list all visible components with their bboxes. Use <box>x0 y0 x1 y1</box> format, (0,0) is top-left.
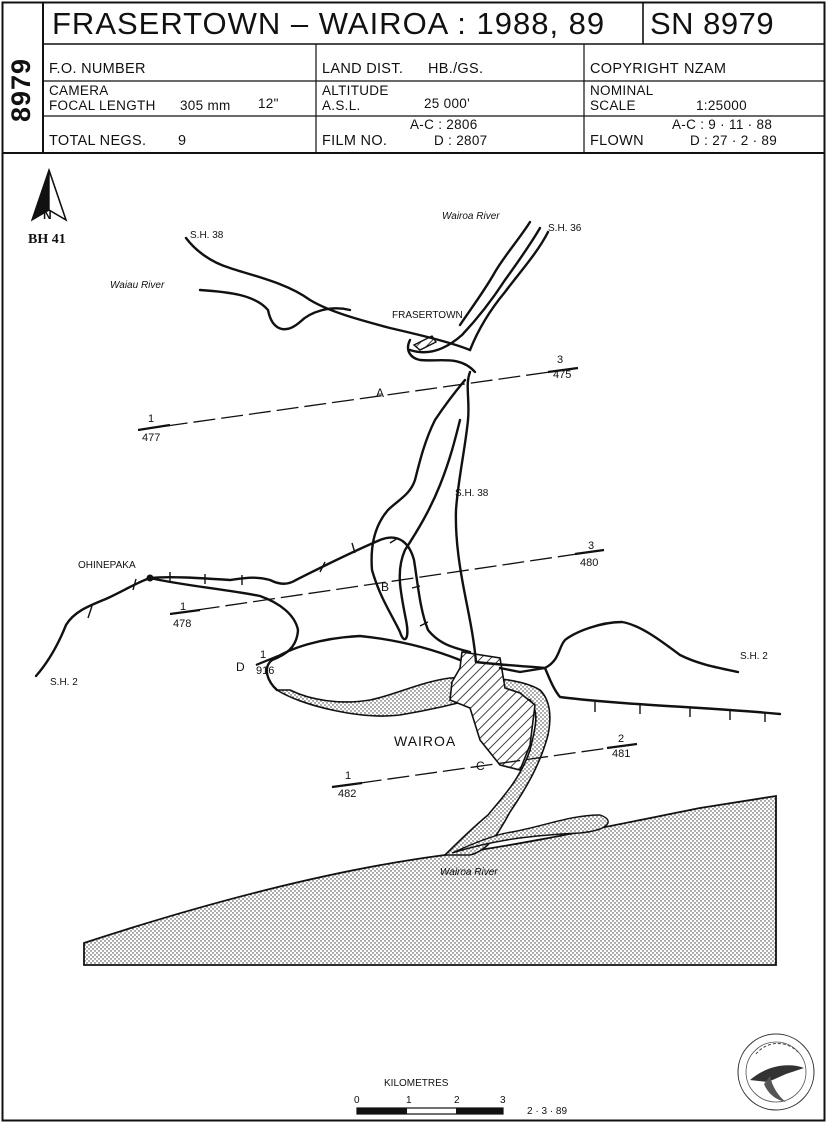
scale-value: 1:25000 <box>696 98 747 113</box>
run-d-start-neg: 916 <box>256 665 274 677</box>
header-grid <box>2 2 825 154</box>
frasertown-town-area <box>412 335 438 351</box>
altitude-label: ALTITUDE <box>322 83 389 98</box>
run-c-start-neg: 482 <box>338 788 356 800</box>
asl-label: A.S.L. <box>322 98 361 113</box>
land-dist-label: LAND DIST. <box>322 61 404 77</box>
run-a-end-frame: 3 <box>557 354 563 366</box>
aerial-mapping-seal <box>737 1033 815 1111</box>
run-a-end-neg: 475 <box>553 369 571 381</box>
scale-tick-2: 2 <box>454 1095 460 1106</box>
roads-rivers <box>34 220 782 716</box>
run-c-end-frame: 2 <box>618 733 624 745</box>
total-negs-value: 9 <box>178 133 187 149</box>
run-a-start-neg: 477 <box>142 432 160 444</box>
label-sh36: S.H. 36 <box>548 223 582 234</box>
altitude-value: 25 000' <box>424 96 470 111</box>
focal-length-label: FOCAL LENGTH <box>49 98 156 113</box>
run-a-start-frame: 1 <box>148 413 154 425</box>
flown-line2: D : 27 · 2 · 89 <box>690 133 778 148</box>
run-b-end-neg: 480 <box>580 557 598 569</box>
focal-length-value: 305 mm <box>180 98 231 113</box>
total-negs-label: TOTAL NEGS. <box>49 133 147 149</box>
run-a-letter: A <box>376 386 384 400</box>
label-sh38-top: S.H. 38 <box>190 230 224 241</box>
railway-ticks <box>87 537 766 722</box>
wairoa-town-area <box>449 651 536 771</box>
copyright-label: COPYRIGHT <box>590 61 679 77</box>
fo-number-label: F.O. NUMBER <box>49 61 146 77</box>
land-dist-value: HB./GS. <box>428 61 484 77</box>
sheet-title: FRASERTOWN – WAIROA : 1988, 89 <box>52 6 606 41</box>
run-c-start-frame: 1 <box>345 770 351 782</box>
sea-area <box>83 794 777 966</box>
film-no-line1: A-C : 2806 <box>410 117 478 132</box>
label-ohinepaka: OHINEPAKA <box>78 560 136 571</box>
label-sh2-left: S.H. 2 <box>50 677 78 688</box>
sheet-id-vertical: 8979 <box>6 57 36 122</box>
scale-tick-0: 0 <box>354 1095 360 1106</box>
camera-label: CAMERA <box>49 83 109 98</box>
scale-tick-1: 1 <box>406 1095 412 1106</box>
film-no-label: FILM NO. <box>322 133 388 149</box>
label-sh2-right: S.H. 2 <box>740 651 768 662</box>
ohinepaka-point <box>146 574 154 582</box>
scale-date: 2 · 3 · 89 <box>527 1106 567 1117</box>
run-b-start-frame: 1 <box>180 601 186 613</box>
copyright-value: NZAM <box>684 61 727 77</box>
focal-length-inches: 12" <box>258 96 279 111</box>
label-frasertown: FRASERTOWN <box>392 310 463 321</box>
scale-label: SCALE <box>590 98 636 113</box>
scale-tick-3: 3 <box>500 1095 506 1106</box>
flown-line1: A-C : 9 · 11 · 88 <box>672 117 773 132</box>
run-c-end-neg: 481 <box>612 748 630 760</box>
label-sh38-mid: S.H. 38 <box>455 488 489 499</box>
flight-runs <box>137 366 638 789</box>
label-wairoa-river-top: Wairoa River <box>442 211 500 222</box>
flown-label: FLOWN <box>590 133 644 149</box>
index-label: BH 41 <box>28 232 66 247</box>
run-b-end-frame: 3 <box>588 540 594 552</box>
north-label: N <box>43 208 52 222</box>
north-arrow-icon <box>30 167 68 222</box>
label-wairoa: WAIROA <box>394 733 456 749</box>
run-d-start-frame: 1 <box>260 649 266 661</box>
run-b-letter: B <box>381 580 389 594</box>
nominal-label: NOMINAL <box>590 83 654 98</box>
scale-bar: KILOMETRES 0 1 2 3 2 · 3 · 89 <box>354 1078 567 1117</box>
run-d-letter: D <box>236 660 245 674</box>
run-b-start-neg: 478 <box>173 618 191 630</box>
label-waiau-river: Waiau River <box>110 280 165 291</box>
label-wairoa-river-bottom: Wairoa River <box>440 867 498 878</box>
scale-title: KILOMETRES <box>384 1078 449 1089</box>
film-no-line2: D : 2807 <box>434 133 488 148</box>
wairoa-river-lower-arm <box>451 814 609 854</box>
sheet-sn: SN 8979 <box>650 6 775 41</box>
run-c-letter: C <box>476 759 485 773</box>
